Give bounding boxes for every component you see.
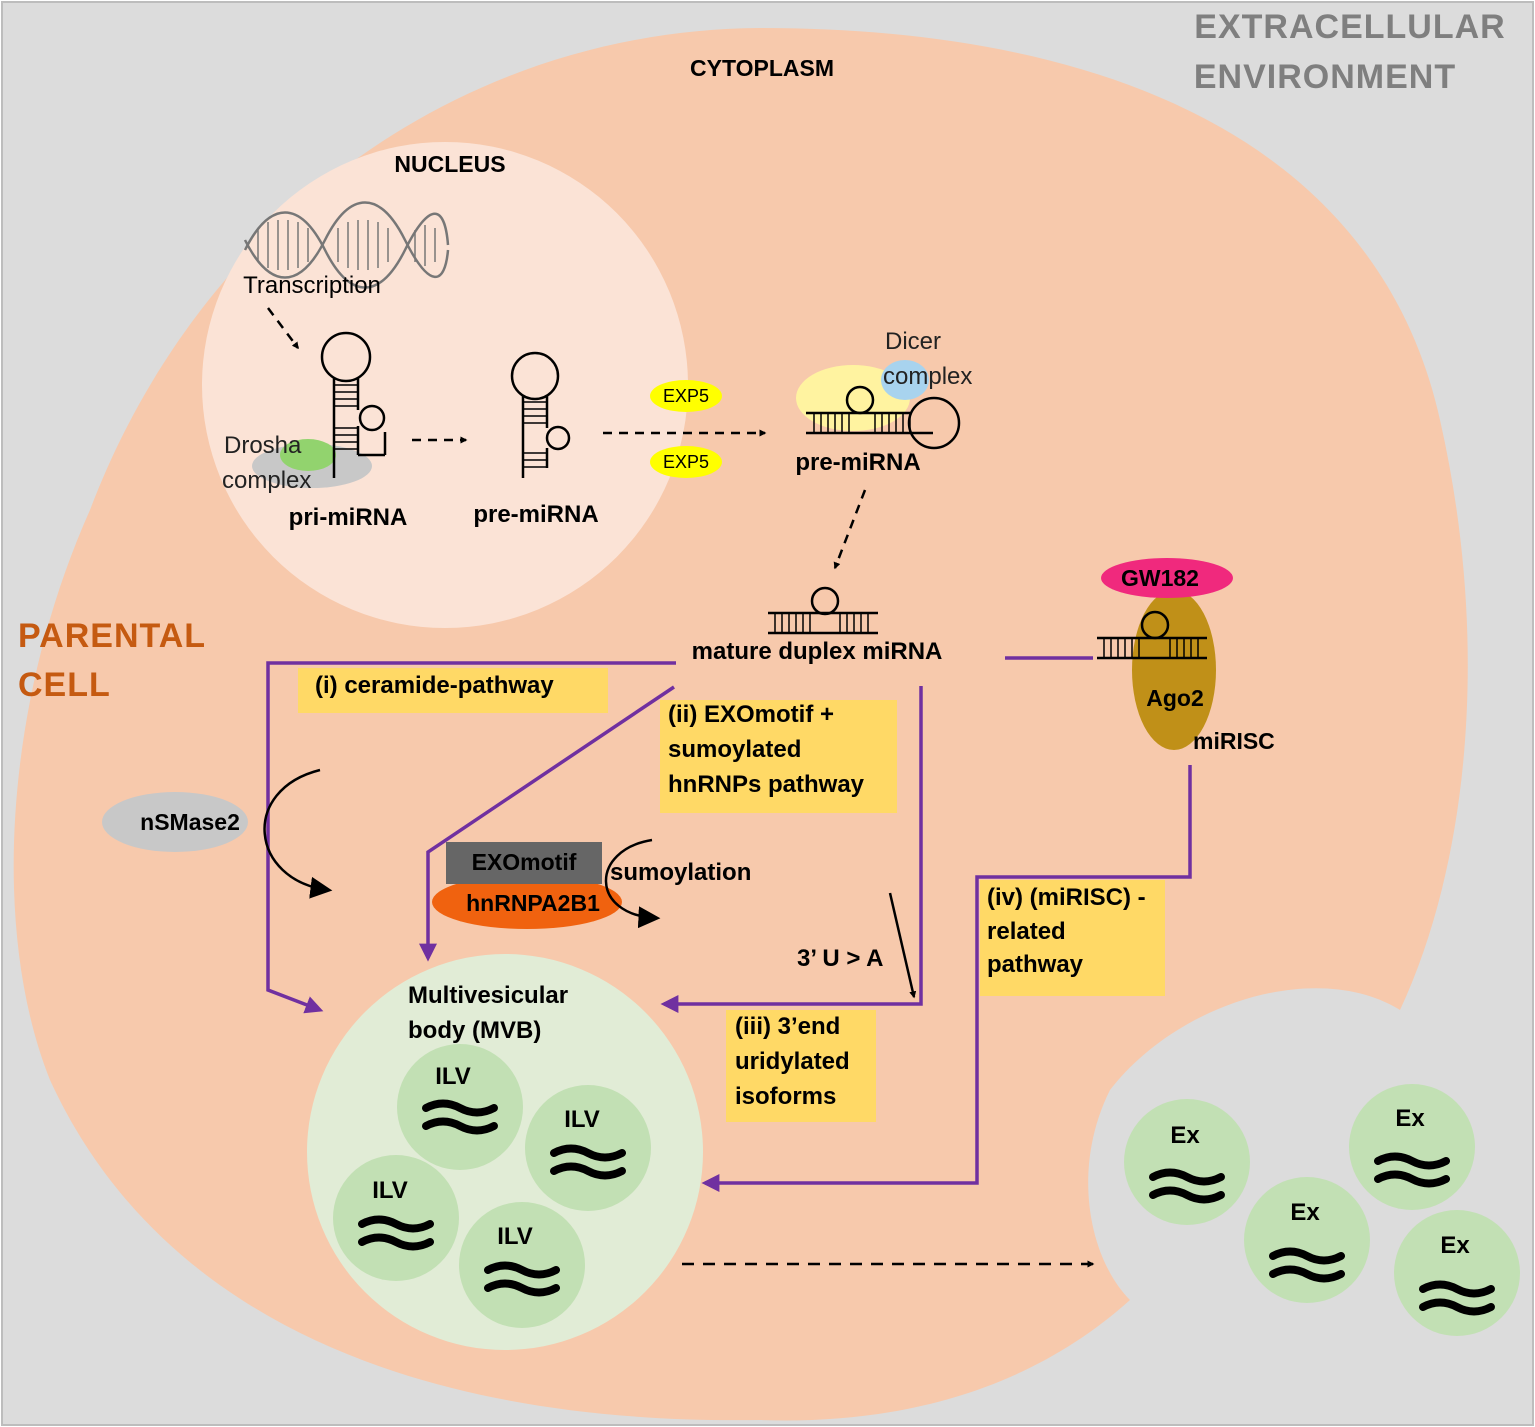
pri-mirna-hairpin-icon (320, 331, 387, 478)
transcription-label: Transcription (243, 272, 381, 299)
pre-mirna-cytoplasm-label: pre-miRNA (795, 449, 920, 476)
ilv-vesicle: ILV (397, 1044, 523, 1170)
extracellular-label-line2: ENVIRONMENT (1194, 58, 1456, 96)
mvb-label-line2: body (MVB) (408, 1017, 541, 1044)
uridylation-pathway-label-line1: (iii) 3’end (735, 1013, 840, 1040)
nsmase2-enzyme (102, 792, 248, 852)
mirna-cargo-icon (484, 1261, 560, 1297)
exp5-top (650, 380, 722, 412)
uridylation-pathway-box (726, 1010, 876, 1122)
mirisc-pathway-label-line2: related (987, 918, 1066, 945)
mirisc-pathway-label-line1: (iv) (miRISC) - (987, 884, 1146, 911)
pre-mirna-hairpin-icon (510, 351, 571, 478)
extracellular-label-line1: EXTRACELLULAR (1194, 8, 1505, 46)
pri-mirna-label: pri-miRNA (289, 504, 408, 531)
exp5-bottom-label: EXP5 (663, 452, 709, 472)
exosome-label: Ex (1440, 1232, 1470, 1259)
ceramide-pathway-box (298, 668, 608, 713)
mirisc-pathway-line (701, 765, 1192, 1192)
ago2-label: Ago2 (1146, 685, 1204, 711)
pre-mirna-nuclear-label: pre-miRNA (473, 501, 598, 528)
mature-duplex-mirna-label: mature duplex miRNA (692, 638, 943, 665)
mirna-cargo-icon (1149, 1168, 1225, 1204)
exosome-label: Ex (1395, 1105, 1425, 1132)
dicer-label-line2: complex (883, 363, 972, 390)
ilv-label: ILV (372, 1177, 408, 1204)
sumoylation-label: sumoylation (610, 859, 751, 886)
ceramide-pathway-line (266, 661, 676, 1014)
exp5-top-label: EXP5 (663, 386, 709, 406)
ilv-vesicle: ILV (333, 1155, 459, 1281)
hnrnpa2b1-label: hnRNPA2B1 (466, 890, 600, 916)
nucleus-region (202, 142, 688, 628)
nsmase2-reaction-arrow (263, 768, 333, 899)
parental-cell-label-line1: PARENTAL (18, 617, 206, 655)
mvb-label-line1: Multivesicular (408, 982, 568, 1009)
nucleus-label: NUCLEUS (394, 151, 505, 177)
dicing-arrow (833, 489, 867, 570)
exomotif-pathway-label-line1: (ii) EXOmotif + (668, 701, 834, 728)
exomotif-box (446, 842, 602, 884)
exosome: Ex (1124, 1099, 1250, 1225)
ilv-vesicles: ILV ILV ILV ILV (333, 1044, 651, 1328)
mirna-cargo-icon (1419, 1280, 1495, 1316)
exosome: Ex (1244, 1177, 1370, 1303)
parental-cell-label-line2: CELL (18, 666, 111, 704)
u-to-a-label: 3’ U > A (797, 945, 883, 972)
exosome-label: Ex (1170, 1122, 1200, 1149)
ceramide-pathway-label: (i) ceramide-pathway (315, 672, 554, 699)
u-to-a-arrow (888, 892, 917, 999)
exomotif-pathway-line (419, 685, 675, 962)
pathway-lines (266, 656, 1192, 1192)
nsmase2-label: nSMase2 (140, 809, 240, 835)
cytoplasm-label: CYTOPLASM (690, 55, 834, 81)
gw182-label: GW182 (1121, 565, 1199, 591)
gw182-protein (1101, 558, 1233, 598)
mirisc-pathway-box (980, 880, 1165, 996)
exosome: Ex (1394, 1210, 1520, 1336)
hnrnpa2b1-protein (432, 875, 622, 929)
transcription-arrow (267, 307, 299, 350)
ilv-vesicle: ILV (525, 1085, 651, 1211)
dna-helix-icon (243, 201, 450, 289)
drosha-label-line2: complex (222, 467, 311, 494)
uridylation-pathway-label-line2: uridylated (735, 1048, 850, 1075)
drosha-label-line1: Drosha (224, 432, 302, 459)
exosome: Ex (1349, 1084, 1475, 1210)
dicer-substrate-hairpin-icon (806, 385, 961, 450)
exomotif-label: EXOmotif (472, 849, 577, 875)
exomotif-pathway-label-line2: sumoylated (668, 736, 801, 763)
dicer-complex-blue (881, 360, 929, 400)
ilv-label: ILV (497, 1223, 533, 1250)
uridylation-pathway-label-line3: isoforms (735, 1083, 836, 1110)
exosomes: Ex Ex Ex Ex (1124, 1084, 1520, 1336)
sumoylation-arrow (604, 838, 661, 929)
ilv-label: ILV (564, 1106, 600, 1133)
exomotif-pathway-box (660, 700, 897, 813)
ilv-vesicle: ILV (459, 1202, 585, 1328)
mature-duplex-mirna-icon (768, 586, 878, 635)
mirisc-label: miRISC (1193, 728, 1275, 754)
mirna-cargo-icon (1269, 1247, 1345, 1283)
dicer-label-line1: Dicer (885, 328, 941, 355)
uridylation-pathway-line (660, 686, 923, 1013)
exp5-bottom (650, 446, 722, 478)
mirisc-mirna-icon (1097, 610, 1207, 660)
ago2-protein (1132, 590, 1216, 750)
mirna-cargo-icon (550, 1144, 626, 1180)
mirisc-pathway-label-line3: pathway (987, 951, 1084, 978)
mirna-cargo-icon (1374, 1152, 1450, 1188)
exomotif-pathway-label-line3: hnRNPs pathway (668, 771, 865, 798)
ilv-label: ILV (435, 1063, 471, 1090)
mirna-cargo-icon (358, 1215, 434, 1251)
mirna-cargo-icon (422, 1099, 498, 1135)
drosha-complex-green (280, 439, 336, 471)
exosome-label: Ex (1290, 1199, 1320, 1226)
